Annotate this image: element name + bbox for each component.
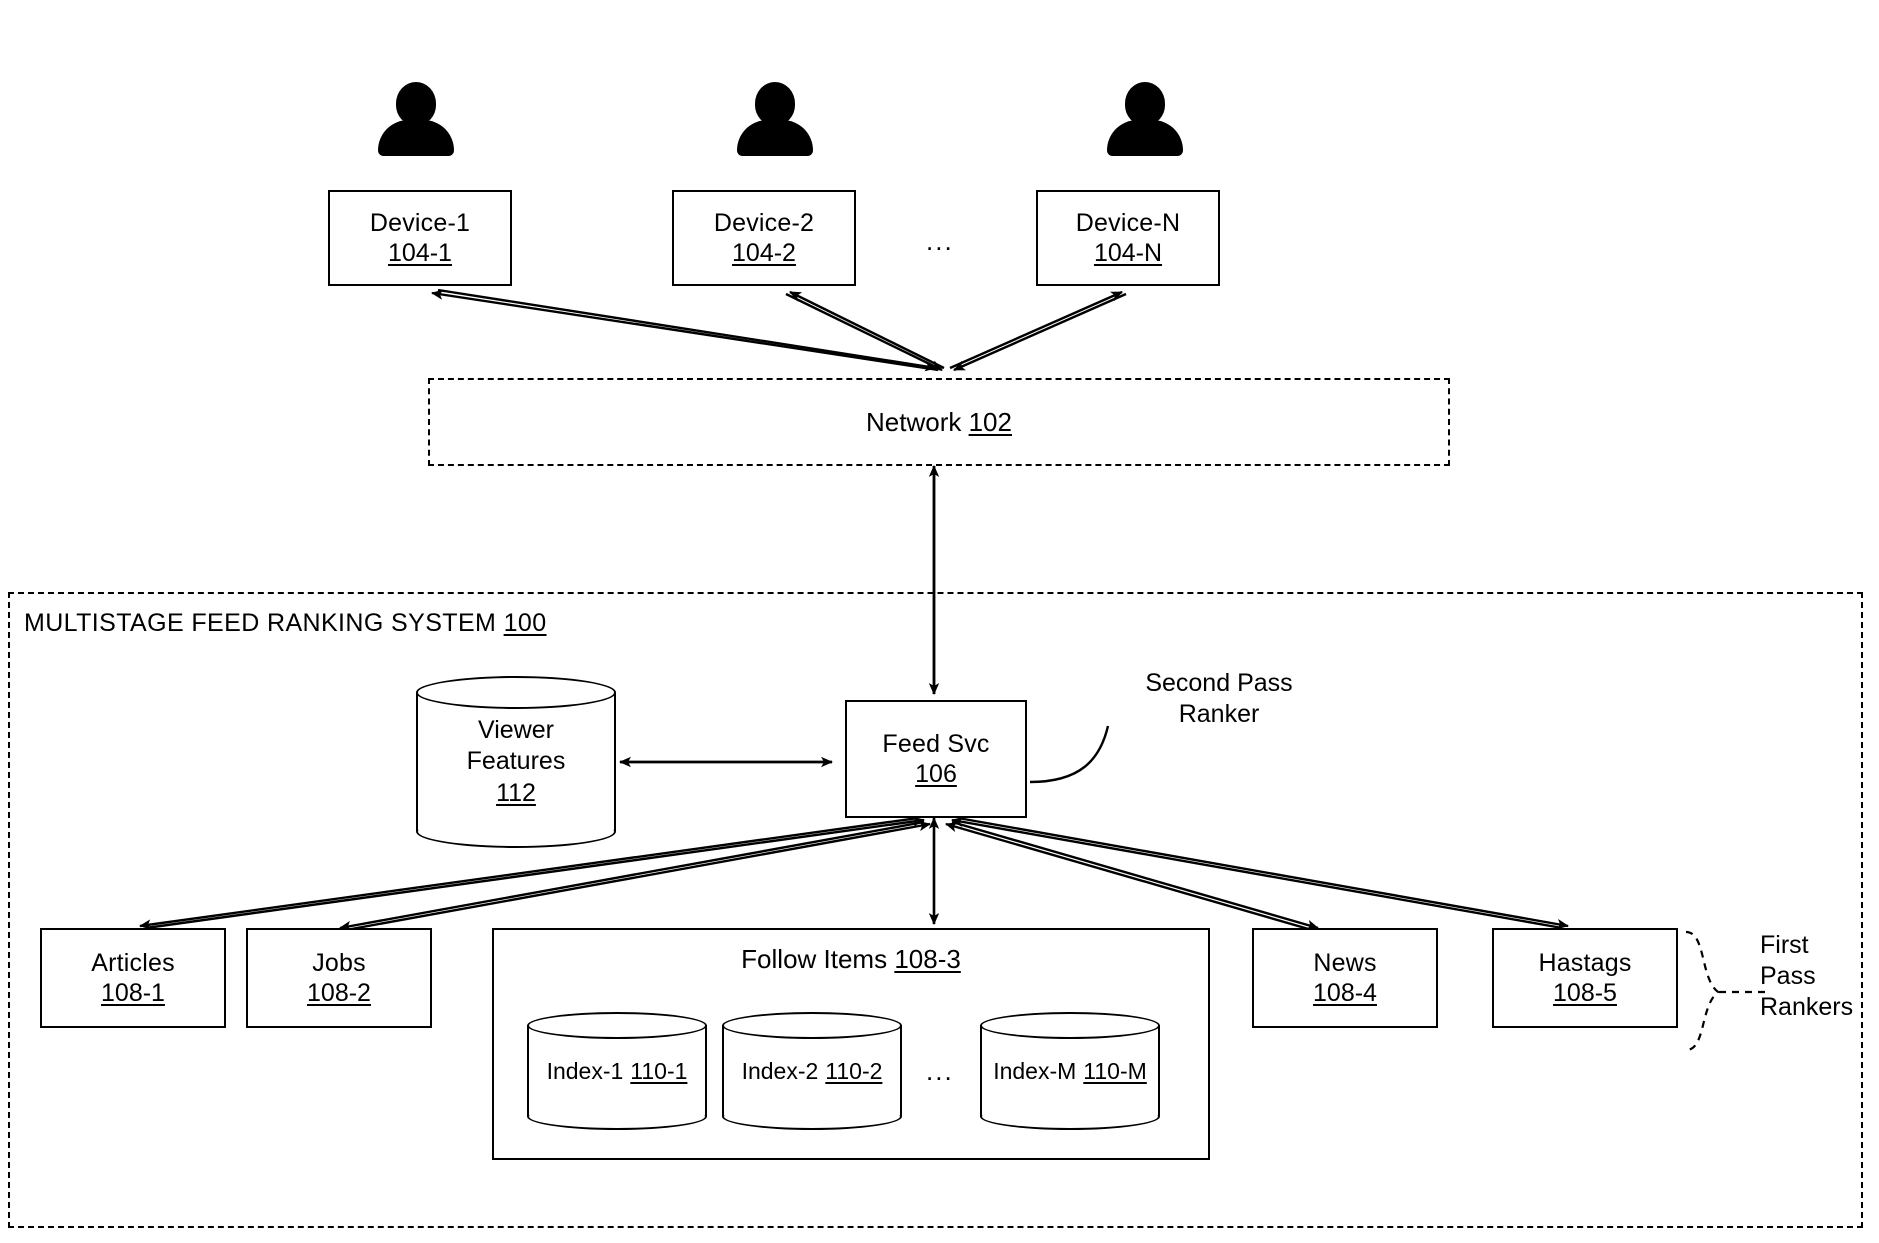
network-label: Network 102 — [866, 406, 1012, 437]
device-box-2[interactable]: Device-2 104-2 — [672, 190, 856, 286]
viewer-features-datastore[interactable]: Viewer Features 112 — [416, 676, 616, 848]
hastags-box[interactable]: Hastags 108-5 — [1492, 928, 1678, 1028]
news-box[interactable]: News 108-4 — [1252, 928, 1438, 1028]
device-ref: 104-N — [1093, 239, 1163, 267]
feed-svc-name: Feed Svc — [882, 729, 990, 758]
index-name: Index-1 — [546, 1057, 624, 1084]
device-ref: 104-2 — [732, 239, 796, 267]
feed-svc-box[interactable]: Feed Svc 106 — [845, 700, 1027, 818]
second-pass-ranker-label: Second Pass Ranker — [1104, 668, 1334, 730]
devices-ellipsis: ... — [926, 226, 954, 256]
network-ref: 102 — [968, 406, 1012, 437]
person-icon — [1106, 82, 1184, 156]
news-ref: 108-4 — [1313, 979, 1377, 1007]
news-name: News — [1313, 948, 1377, 977]
multistage-system-boundary — [8, 592, 1863, 1228]
first-pass-line3: Rankers — [1760, 993, 1854, 1021]
viewer-features-ref: 112 — [496, 778, 536, 807]
follow-items-ref: 108-3 — [894, 944, 961, 974]
device-name: Device-2 — [713, 208, 815, 237]
index-datastore-1[interactable]: Index-1 110-1 — [527, 1012, 707, 1130]
follow-items-title: Follow Items 108-3 — [741, 944, 961, 974]
device-box-n[interactable]: Device-N 104-N — [1036, 190, 1220, 286]
system-title: MULTISTAGE FEED RANKING SYSTEM 100 — [24, 609, 547, 637]
system-ref: 100 — [503, 609, 547, 637]
articles-ref: 108-1 — [101, 979, 165, 1007]
index-name: Index-2 — [741, 1057, 819, 1084]
index-ref: 110-1 — [630, 1057, 688, 1084]
first-pass-line1: First — [1760, 931, 1809, 959]
hastags-ref: 108-5 — [1553, 979, 1617, 1007]
device-network-links — [431, 288, 1127, 372]
jobs-ref: 108-2 — [307, 979, 371, 1007]
device-name: Device-1 — [369, 208, 471, 237]
network-box[interactable]: Network 102 — [428, 378, 1450, 466]
index-ref: 110-M — [1083, 1057, 1147, 1084]
viewer-features-line2: Features — [466, 747, 566, 776]
articles-name: Articles — [91, 948, 175, 977]
indexes-ellipsis: ... — [926, 1056, 954, 1086]
person-icon — [377, 82, 455, 156]
index-ref: 110-2 — [825, 1057, 883, 1084]
hastags-name: Hastags — [1538, 948, 1632, 977]
first-pass-line2: Pass — [1760, 962, 1816, 990]
index-datastore-2[interactable]: Index-2 110-2 — [722, 1012, 902, 1130]
second-pass-line2: Ranker — [1178, 700, 1260, 728]
jobs-box[interactable]: Jobs 108-2 — [246, 928, 432, 1028]
device-name: Device-N — [1075, 208, 1181, 237]
second-pass-line1: Second Pass — [1145, 669, 1293, 697]
index-datastore-m[interactable]: Index-M 110-M — [980, 1012, 1160, 1130]
person-icon — [736, 82, 814, 156]
articles-box[interactable]: Articles 108-1 — [40, 928, 226, 1028]
viewer-features-line1: Viewer — [478, 715, 554, 744]
feed-svc-ref: 106 — [915, 760, 957, 788]
first-pass-rankers-label: First Pass Rankers — [1760, 930, 1878, 1023]
jobs-name: Jobs — [312, 948, 366, 977]
device-box-1[interactable]: Device-1 104-1 — [328, 190, 512, 286]
index-name: Index-M — [993, 1057, 1077, 1084]
device-ref: 104-1 — [388, 239, 452, 267]
